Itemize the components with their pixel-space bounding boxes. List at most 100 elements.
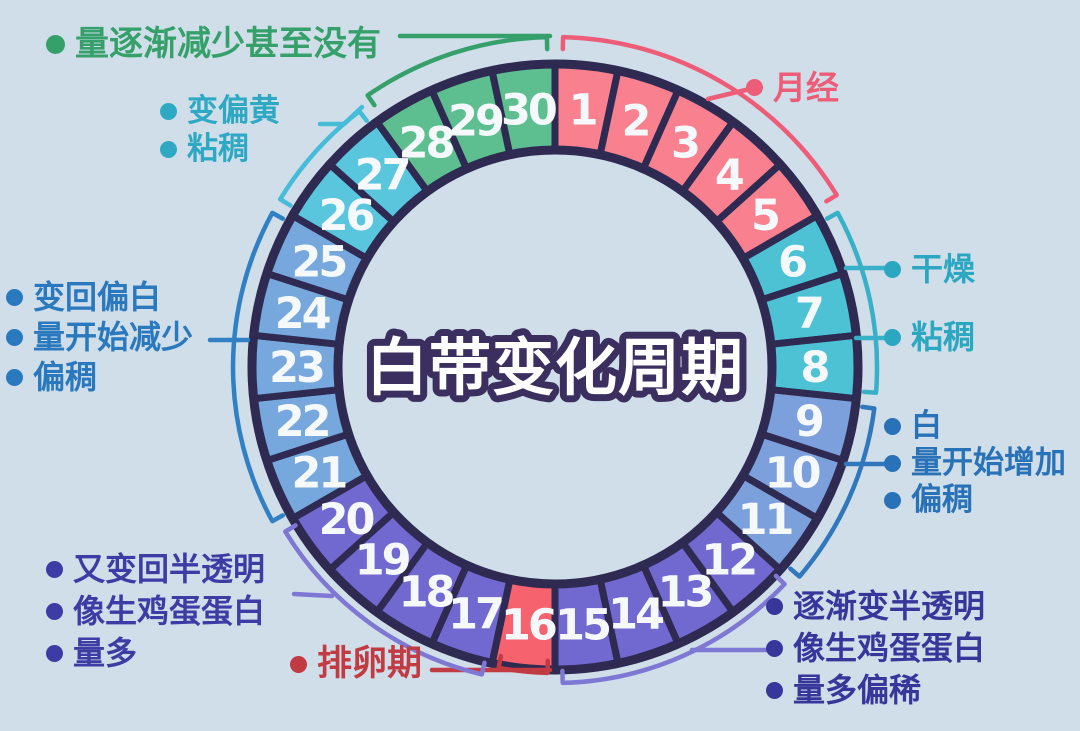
annotation-item: 量开始增加 xyxy=(884,445,1066,482)
brace-back_white xyxy=(230,210,286,524)
annotation-item: 粘稠 xyxy=(884,319,975,356)
day-number-22: 22 xyxy=(275,397,329,447)
annotation-label: 量逐渐减少甚至没有 xyxy=(75,24,381,64)
bullet-icon xyxy=(6,329,23,346)
annotation-group-menstruation: 月经 xyxy=(746,69,839,106)
annotation-label: 逐渐变半透明 xyxy=(793,587,986,625)
day-number-9: 9 xyxy=(795,397,823,447)
bullet-icon xyxy=(46,645,63,662)
day-number-19: 19 xyxy=(355,536,410,586)
day-number-12: 12 xyxy=(701,536,755,586)
bullet-icon xyxy=(46,561,63,578)
day-number-11: 11 xyxy=(738,495,792,545)
brace-back_transparent xyxy=(283,523,487,677)
annotation-label: 排卵期 xyxy=(317,644,423,684)
brace-dry_sticky xyxy=(824,210,880,396)
day-number-14: 14 xyxy=(608,589,663,639)
annotation-group-transparent-thin: 逐渐变半透明 像生鸡蛋蛋白 量多偏稀 xyxy=(766,588,985,709)
bullet-icon xyxy=(46,35,65,54)
day-number-15: 15 xyxy=(555,601,609,651)
annotation-item: 排卵期 xyxy=(290,646,422,683)
annotation-label: 偏稠 xyxy=(911,482,973,518)
day-number-20: 20 xyxy=(319,495,374,545)
bullet-icon xyxy=(766,598,783,615)
day-number-18: 18 xyxy=(399,567,454,617)
annotation-item: 白 xyxy=(884,408,1066,445)
bullet-icon xyxy=(766,682,783,699)
annotation-item: 量多偏稀 xyxy=(766,672,985,709)
ring-inner-border xyxy=(333,145,777,589)
diagram-title: 白带变化周期 xyxy=(366,331,744,404)
annotation-label: 偏稠 xyxy=(33,358,98,396)
annotation-label: 量开始增加 xyxy=(911,445,1066,481)
annotation-label: 量多 xyxy=(73,634,138,672)
bullet-icon xyxy=(746,79,763,96)
annotation-label: 量多偏稀 xyxy=(793,671,922,709)
bullet-icon xyxy=(884,261,901,278)
annotation-group-reduce: 量逐渐减少甚至没有 xyxy=(46,26,381,63)
annotation-label: 粘稠 xyxy=(911,318,976,356)
annotation-label: 像生鸡蛋蛋白 xyxy=(793,629,986,667)
day-number-10: 10 xyxy=(765,448,820,498)
day-number-13: 13 xyxy=(658,567,712,617)
bullet-icon xyxy=(160,103,177,120)
day-number-24: 24 xyxy=(275,289,330,339)
annotation-item: 偏稠 xyxy=(884,482,1066,519)
connector-yellowish xyxy=(317,104,365,127)
bullet-icon xyxy=(6,369,23,386)
annotation-label: 量开始减少 xyxy=(33,318,194,356)
annotation-label: 变偏黄 xyxy=(187,93,280,129)
annotation-group-ovulation: 排卵期 xyxy=(290,646,422,683)
day-number-2: 2 xyxy=(622,97,649,147)
brace-white_increase xyxy=(788,404,877,579)
annotation-label: 粘稠 xyxy=(187,131,249,167)
day-number-27: 27 xyxy=(355,151,409,201)
day-number-4: 4 xyxy=(715,151,743,201)
bullet-icon xyxy=(884,492,901,509)
connector-back_transparent xyxy=(291,591,335,599)
day-number-25: 25 xyxy=(291,238,345,288)
bullet-icon xyxy=(290,656,307,673)
annotation-label: 又变回半透明 xyxy=(73,550,266,588)
annotation-label: 干燥 xyxy=(911,250,976,288)
annotation-item: 变回偏白 xyxy=(6,279,193,316)
annotation-item: 偏稠 xyxy=(6,359,193,396)
bullet-icon xyxy=(160,141,177,158)
annotation-item: 量逐渐减少甚至没有 xyxy=(46,26,381,63)
annotation-item: 粘稠 xyxy=(160,131,280,168)
annotation-group-back-white: 变回偏白 量开始减少 偏稠 xyxy=(6,279,193,396)
annotation-item: 量开始减少 xyxy=(6,319,193,356)
annotation-item: 月经 xyxy=(746,69,839,106)
bullet-icon xyxy=(46,603,63,620)
bullet-icon xyxy=(6,289,23,306)
annotation-group-dry: 干燥 xyxy=(884,251,975,288)
annotation-group-white-increase: 白 量开始增加 偏稠 xyxy=(884,408,1066,519)
annotation-item: 变偏黄 xyxy=(160,93,280,130)
day-number-1: 1 xyxy=(569,85,596,135)
annotation-group-sticky: 粘稠 xyxy=(884,319,975,356)
day-number-29: 29 xyxy=(448,97,503,147)
day-number-23: 23 xyxy=(269,343,323,393)
day-number-7: 7 xyxy=(795,289,822,339)
day-number-8: 8 xyxy=(801,343,829,393)
bullet-icon xyxy=(884,455,901,472)
day-number-17: 17 xyxy=(448,589,502,639)
day-number-28: 28 xyxy=(399,119,454,169)
annotation-group-yellowish: 变偏黄 粘稠 xyxy=(160,93,280,168)
annotation-label: 白 xyxy=(911,408,942,444)
annotation-item: 量多 xyxy=(46,635,265,672)
ring-outer-border xyxy=(247,59,863,675)
annotation-item: 又变回半透明 xyxy=(46,551,265,588)
annotation-item: 干燥 xyxy=(884,251,975,288)
annotation-item: 像生鸡蛋蛋白 xyxy=(766,630,985,667)
annotation-group-back-transparent: 又变回半透明 像生鸡蛋蛋白 量多 xyxy=(46,551,265,672)
day-number-6: 6 xyxy=(778,238,806,288)
annotation-label: 变回偏白 xyxy=(33,278,162,316)
day-number-26: 26 xyxy=(319,191,374,241)
day-number-21: 21 xyxy=(291,448,345,498)
day-number-16: 16 xyxy=(501,601,556,651)
annotation-item: 像生鸡蛋蛋白 xyxy=(46,593,265,630)
bullet-icon xyxy=(884,418,901,435)
